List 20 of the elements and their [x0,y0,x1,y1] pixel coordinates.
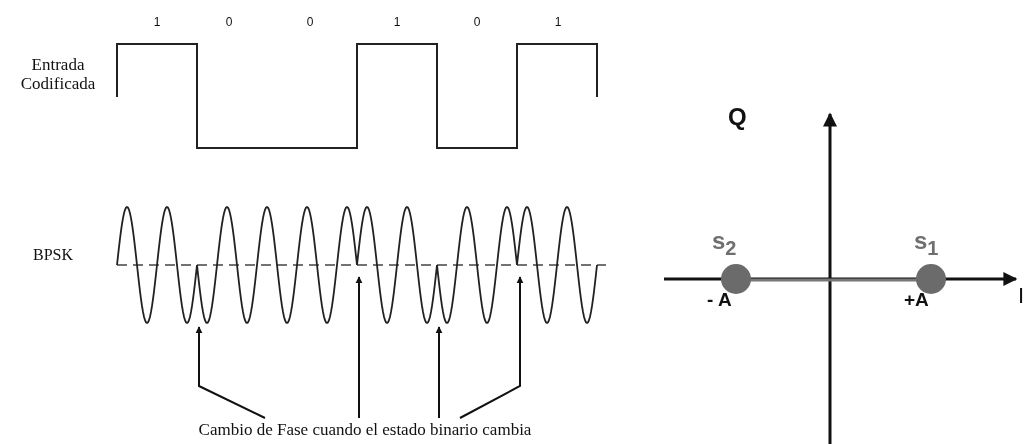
leader-arrow [435,326,443,419]
bit-value: 0 [472,16,482,30]
leader-arrow [195,326,266,419]
symbol-label: s$_{1}$ [914,228,939,259]
bit-value: 1 [152,16,162,30]
bit-value: 0 [224,16,234,30]
bit-value: 1 [392,16,402,30]
amplitude-label: +A [904,290,929,311]
axis-label: Q [728,104,747,131]
leader-arrow [459,276,524,419]
bpsk-waveform-drawing [116,206,607,324]
signal-label: BPSK [33,246,74,264]
caption-text: Cambio de Fase cuando el estado binario cambia [150,420,580,440]
amplitude-label: - A [707,290,732,311]
bit-value: 1 [553,16,563,30]
leader-arrow [355,276,363,419]
bit-value: 0 [305,16,315,30]
axis-label: I [1018,284,1025,309]
signal-label: Entrada Codificada [19,56,97,94]
symbol-label: s$_{2}$ [712,228,737,259]
